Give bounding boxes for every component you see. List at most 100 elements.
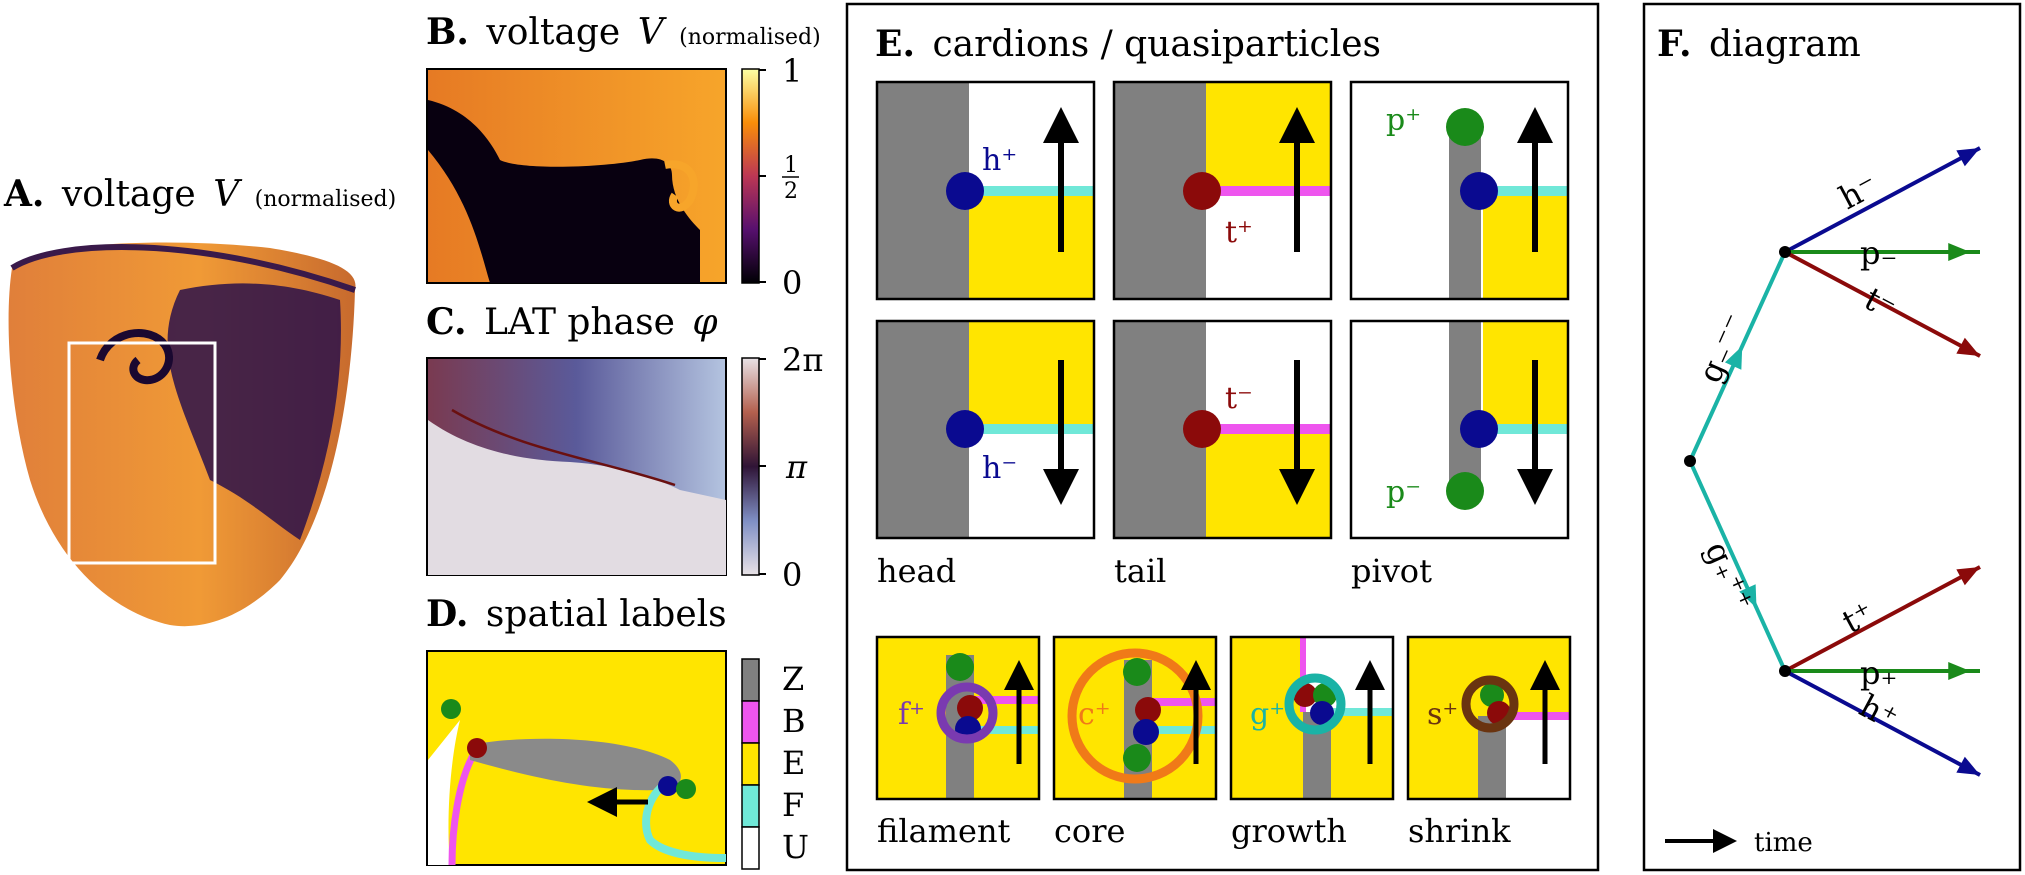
phase-tick-0: 0 <box>782 556 802 594</box>
edge-h-minus-arrowhead <box>1956 148 1980 167</box>
edge-label-h-minus: h⁻ <box>1833 166 1884 217</box>
tile-head-down: h⁻ <box>875 319 1096 540</box>
labels-pivot-dot <box>441 699 461 719</box>
labels-unexcited <box>428 720 460 865</box>
tile-tail-up: t⁺ <box>1112 80 1333 301</box>
label-tick-u: U <box>782 828 809 866</box>
label-shrink: shrink <box>1408 812 1511 850</box>
heart-spiral <box>96 329 173 385</box>
voltage-tick-0: 0 <box>782 264 802 302</box>
panel-d-title: D. spatial labels <box>426 593 727 635</box>
symbol-t-plus: t⁺ <box>1225 215 1253 250</box>
label-growth: growth <box>1231 812 1347 850</box>
edge-t-minus-arrowhead <box>1956 337 1980 356</box>
labels-pivot-dot-2 <box>676 779 696 799</box>
label-tick-z: Z <box>782 660 804 698</box>
heart-dark-wave <box>167 283 341 540</box>
panel-a-title: A. voltage V (normalised) <box>3 173 396 215</box>
symbol-p-minus: p⁻ <box>1386 475 1421 510</box>
voltage-tick-half-num: 1 <box>784 153 798 178</box>
phase-colorbar <box>741 357 760 576</box>
edge-t-minus <box>1784 250 1981 358</box>
symbol-g-plus: g⁺ <box>1250 697 1285 732</box>
panel-b-title: B. voltage V (normalised) <box>426 11 821 53</box>
label-filament: filament <box>877 812 1011 850</box>
voltage-colorbar-ticks: 1 1 2 0 <box>759 52 802 302</box>
symbol-f-plus: f⁺ <box>898 697 925 732</box>
panel-f: F. diagram h⁻ p₋ t⁻ g₋⁻⁻ g₊⁺⁺ t⁺ p₊ h⁺ t… <box>1642 2 2022 872</box>
heart-rim <box>10 244 356 293</box>
label-tick-f: F <box>782 786 804 824</box>
tile-filament: f⁺ <box>875 635 1041 801</box>
symbol-s-plus: s⁺ <box>1427 697 1458 732</box>
labels-tail-dot <box>467 738 487 758</box>
panel-f-title: F. diagram <box>1657 23 1861 65</box>
edge-label-t-minus: t⁻ <box>1858 280 1902 328</box>
voltage-tick-1: 1 <box>782 52 802 90</box>
labels-core-region <box>470 738 681 791</box>
label-pivot: pivot <box>1351 552 1432 590</box>
phase-discontinuity <box>451 408 676 487</box>
voltage-tick-half-den: 2 <box>784 179 798 204</box>
labels-head-dot <box>658 776 678 796</box>
time-label: time <box>1754 828 1813 858</box>
tile-core: c⁺ <box>1052 635 1218 801</box>
panel-a: A. voltage V (normalised) <box>3 173 396 627</box>
panel-d: D. spatial labels Z B E F U <box>426 593 809 870</box>
edge-label-t-plus: t⁺ <box>1836 594 1880 642</box>
symbol-h-plus: h⁺ <box>982 143 1017 178</box>
panel-e: E. cardions / quasiparticles h⁺ t⁺ <box>845 2 1600 872</box>
edge-h-plus <box>1784 669 1981 777</box>
voltage-dark-region <box>428 100 700 283</box>
edge-h-minus <box>1784 146 1981 254</box>
label-tick-e: E <box>782 744 805 782</box>
label-tick-b: B <box>782 702 806 740</box>
heart-zoom-box <box>67 341 217 565</box>
label-tail: tail <box>1114 552 1166 590</box>
vertex-bottom <box>1779 665 1791 677</box>
symbol-t-minus: t⁻ <box>1225 381 1253 416</box>
vertex-origin <box>1684 455 1696 467</box>
tile-head-up: h⁺ <box>875 80 1096 301</box>
panel-c: C. LAT phase φ 2π π 0 <box>426 301 823 594</box>
panel-e-title: E. cardions / quasiparticles <box>875 23 1381 65</box>
phase-light-region <box>428 420 726 575</box>
tile-pivot-up: p⁺ <box>1349 80 1570 301</box>
edge-g-minus-arrowhead <box>1724 346 1743 370</box>
label-core: core <box>1054 812 1125 850</box>
edge-t-plus-arrowhead <box>1956 567 1980 586</box>
panel-b: B. voltage V (normalised) 1 1 2 0 <box>426 11 821 302</box>
tile-growth: g⁺ <box>1229 635 1395 801</box>
panel-c-title: C. LAT phase φ <box>426 301 718 343</box>
tile-pivot-down: p⁻ <box>1349 319 1570 540</box>
edge-label-p-plus: p₊ <box>1860 654 1897 692</box>
labels-back-line <box>448 750 479 866</box>
phase-colorbar-ticks: 2π π 0 <box>759 341 823 594</box>
labels-front-line <box>642 778 727 862</box>
panel-f-frame <box>1642 2 2022 872</box>
voltage-spiral-tip <box>664 160 698 212</box>
edge-h-plus-arrowhead <box>1956 756 1980 775</box>
labels-colorbar: Z B E F U <box>741 658 809 870</box>
edge-label-g-minus: g₋⁻⁻ <box>1691 308 1755 388</box>
symbol-c-plus: c⁺ <box>1078 697 1111 732</box>
edge-g-plus-arrowhead <box>1739 584 1757 608</box>
feynman-edges <box>1688 146 1981 777</box>
phase-tick-2pi: 2π <box>782 341 823 379</box>
edge-g-plus <box>1688 460 1787 672</box>
label-head: head <box>877 552 956 590</box>
edge-p-minus-arrowhead <box>1948 243 1971 261</box>
panel-e-frame <box>845 2 1600 872</box>
edge-p-plus-arrowhead <box>1948 662 1971 680</box>
tile-tail-down: t⁻ <box>1112 319 1333 540</box>
vertex-top <box>1779 246 1791 258</box>
edge-label-p-minus: p₋ <box>1860 234 1897 272</box>
symbol-p-plus: p⁺ <box>1386 103 1421 138</box>
edge-t-plus <box>1784 565 1981 673</box>
edge-label-g-plus: g₊⁺⁺ <box>1698 536 1762 616</box>
symbol-h-minus: h⁻ <box>982 451 1017 486</box>
phase-tick-pi: π <box>785 448 808 486</box>
voltage-colorbar <box>741 68 760 284</box>
tile-shrink: s⁺ <box>1406 635 1572 801</box>
